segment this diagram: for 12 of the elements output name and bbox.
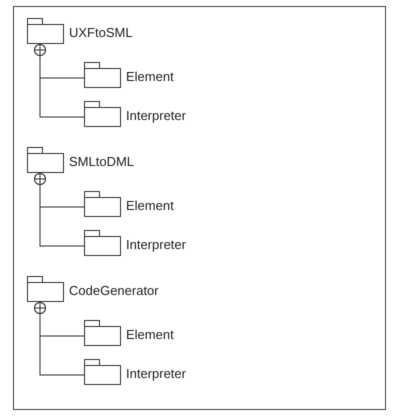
package-name: SMLtoDML (69, 154, 134, 170)
package-name: Element (126, 198, 174, 214)
containment-connector (34, 44, 84, 118)
package-name: CodeGenerator (69, 283, 159, 299)
package-name: Interpreter (126, 366, 186, 382)
package-name: Element (126, 327, 174, 343)
package-name: Element (126, 69, 174, 85)
package-name: UXFtoSML (69, 25, 133, 41)
package-name: Interpreter (126, 108, 186, 124)
containment-connector (34, 172, 84, 246)
containment-connector (34, 302, 84, 376)
package-name: Interpreter (126, 237, 186, 253)
